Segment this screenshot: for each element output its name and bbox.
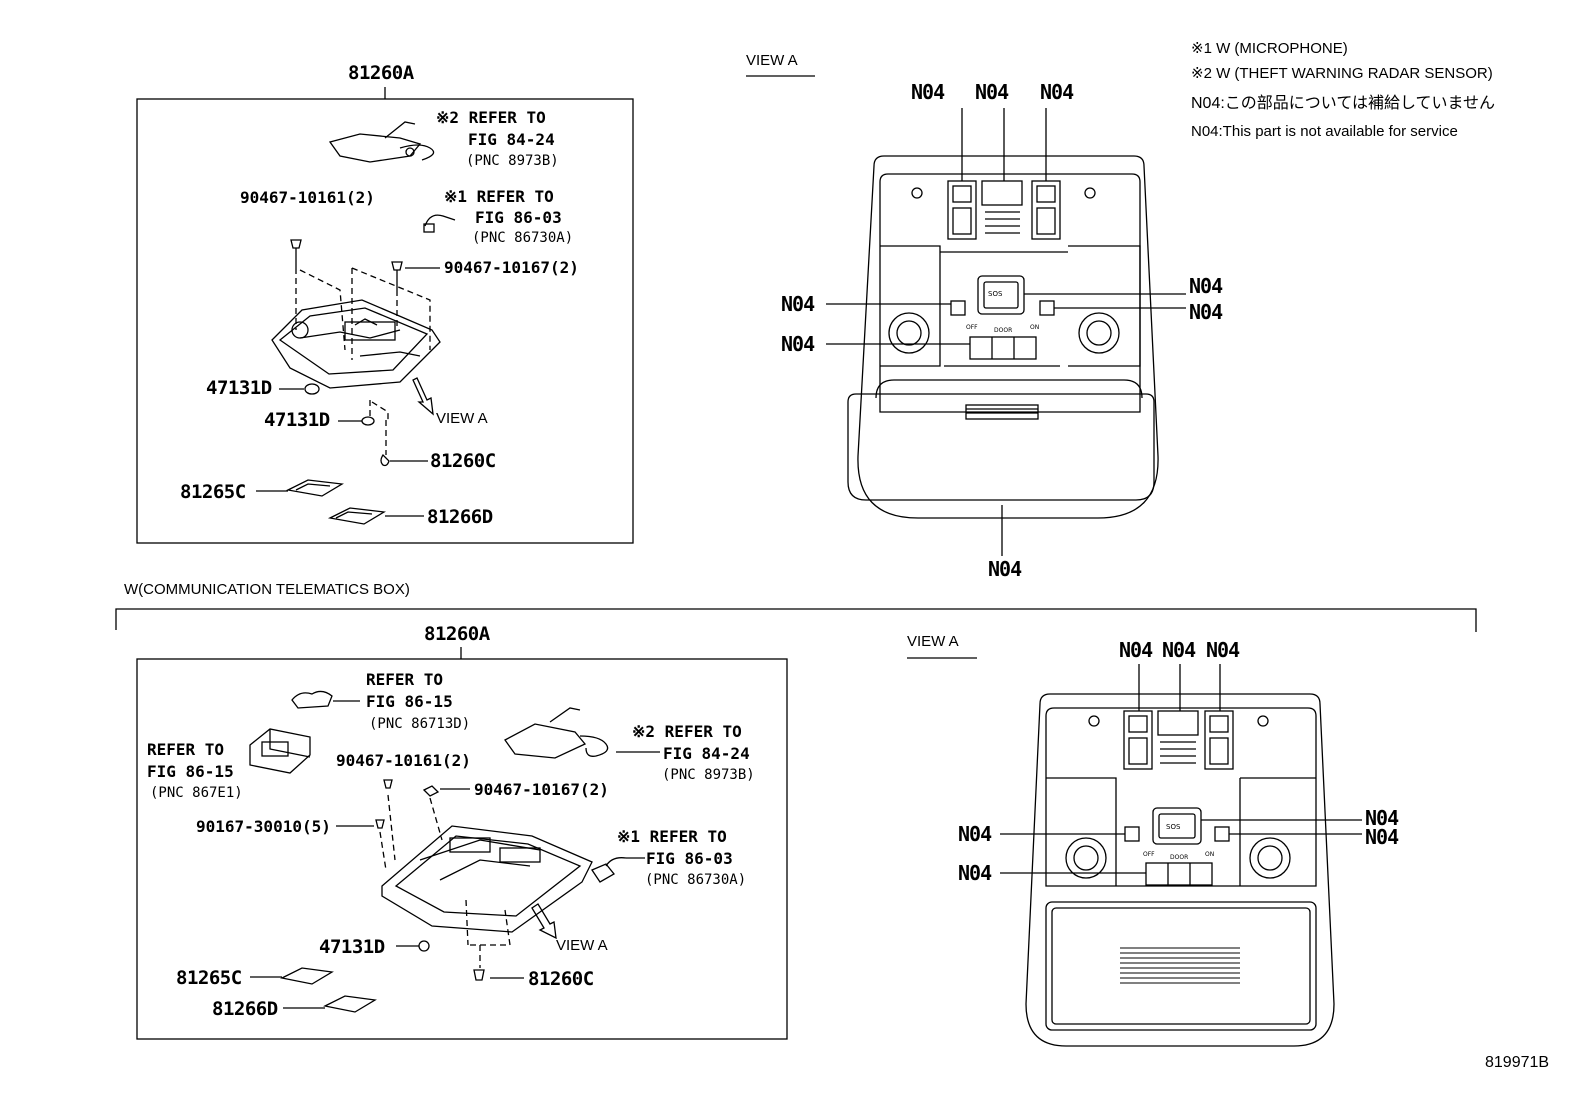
top-overhead-console: [826, 108, 1186, 556]
top-lamp-housing: [256, 121, 456, 525]
top-cover-b: 81266D: [427, 506, 493, 528]
bottom-screw: 90167-30010(5): [196, 817, 331, 836]
top-bolt-2: 90467-10167(2): [444, 258, 579, 277]
top-bolt-1: 90467-10161(2): [240, 188, 375, 207]
bottom-ref-a-line2: FIG 86-15: [366, 692, 453, 711]
top-sos-mark: SOS: [988, 290, 1003, 298]
top-ref1-pnc: (PNC 86730A): [472, 230, 574, 246]
bottom-ref2-pnc: (PNC 8973B): [662, 767, 755, 783]
bottom-lens: 47131D: [319, 936, 385, 958]
top-ref1-line1: ※1 REFER TO: [444, 187, 554, 206]
view-a-top-title: VIEW A: [746, 52, 798, 69]
top-door-mark: DOOR: [994, 327, 1013, 334]
note-w2: ※2 W (THEFT WARNING RADAR SENSOR): [1191, 65, 1493, 82]
top-n04-button-right: N04: [1040, 80, 1074, 104]
top-n04-button-center: N04: [975, 80, 1009, 104]
bottom-assembly-frame: [136, 658, 788, 1040]
section-label: W(COMMUNICATION TELEMATICS BOX): [124, 581, 410, 598]
bottom-ref1-line2: FIG 86-03: [646, 849, 733, 868]
bottom-ref2-line2: FIG 84-24: [663, 744, 750, 763]
bottom-overhead-console: [1000, 664, 1362, 1047]
bottom-cover-b: 81266D: [212, 998, 278, 1020]
top-n04-holder: N04: [988, 557, 1022, 581]
bottom-cover-a: 81265C: [176, 967, 242, 989]
note-n04-en: N04:This part is not available for servi…: [1191, 123, 1458, 140]
bottom-ref-b-line2: FIG 86-15: [147, 762, 234, 781]
bottom-ref-b-line1: REFER TO: [147, 740, 225, 759]
section-bracket: [115, 608, 1477, 632]
note-w1: ※1 W (MICROPHONE): [1191, 40, 1348, 57]
top-assembly-number: 81260A: [348, 62, 414, 84]
bottom-door-mark: DOOR: [1170, 854, 1189, 861]
bottom-lamp-housing: [249, 690, 660, 1013]
top-ref2-line1: ※2 REFER TO: [436, 108, 546, 127]
bottom-ref-b-pnc: (PNC 867E1): [150, 785, 243, 801]
bottom-view-arrow-label: VIEW A: [556, 937, 608, 954]
figure-id: 819971B: [1485, 1054, 1550, 1071]
top-n04-left-key: N04: [781, 292, 815, 316]
bottom-ref-a-line1: REFER TO: [366, 670, 444, 689]
top-ref1-line2: FIG 86-03: [475, 208, 562, 227]
bottom-n04-button-right: N04: [1206, 638, 1240, 662]
bottom-bolt-1: 90467-10161(2): [336, 751, 471, 770]
bottom-n04-right-key: N04: [1365, 825, 1399, 849]
top-lens-b: 47131D: [264, 409, 330, 431]
top-cover-a: 81265C: [180, 481, 246, 503]
top-on-mark: ON: [1030, 324, 1040, 331]
bottom-on-mark: ON: [1205, 851, 1215, 858]
top-n04-right-key: N04: [1189, 300, 1223, 324]
top-lens-a: 47131D: [206, 377, 272, 399]
top-n04-sos: N04: [1189, 274, 1223, 298]
bottom-off-mark: OFF: [1143, 851, 1155, 858]
bottom-ref1-line1: ※1 REFER TO: [617, 827, 727, 846]
note-n04-jp: N04:この部品については補給していません: [1191, 95, 1496, 112]
bottom-ref1-pnc: (PNC 86730A): [645, 872, 747, 888]
top-off-mark: OFF: [966, 324, 978, 331]
top-n04-button-left: N04: [911, 80, 945, 104]
top-view-arrow-label: VIEW A: [436, 410, 488, 427]
bottom-assembly-number: 81260A: [424, 623, 490, 645]
bottom-n04-button-center: N04: [1162, 638, 1196, 662]
bottom-bolt-2: 90467-10167(2): [474, 780, 609, 799]
bottom-n04-left-key: N04: [958, 822, 992, 846]
bottom-ref-a-pnc: (PNC 86713D): [369, 716, 471, 732]
bottom-n04-sos: N04: [1365, 806, 1399, 830]
top-ref2-pnc: (PNC 8973B): [466, 153, 559, 169]
bottom-n04-switch: N04: [958, 861, 992, 885]
bottom-sos-mark: SOS: [1166, 823, 1181, 831]
bottom-bulb: 81260C: [528, 968, 594, 990]
view-a-bottom-title: VIEW A: [907, 633, 959, 650]
top-bulb: 81260C: [430, 450, 496, 472]
bottom-n04-button-left: N04: [1119, 638, 1153, 662]
top-ref2-line2: FIG 84-24: [468, 130, 555, 149]
bottom-ref2-line1: ※2 REFER TO: [632, 722, 742, 741]
top-n04-switch: N04: [781, 332, 815, 356]
